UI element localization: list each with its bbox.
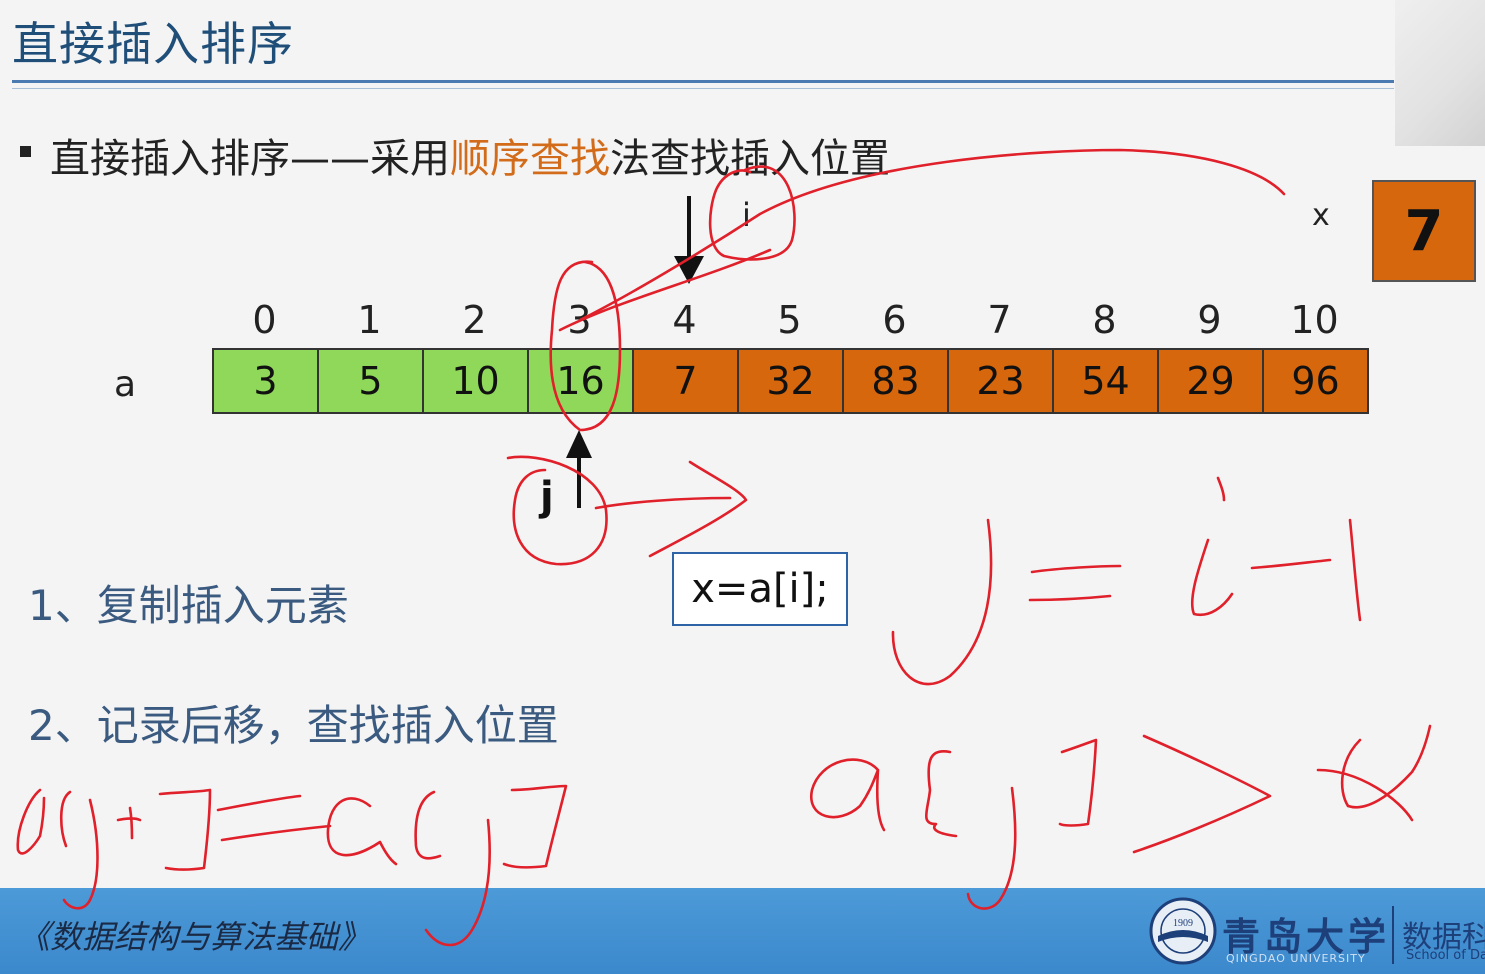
handwriting-a-bracket-j (809, 724, 1432, 910)
array-cell-sorted: 5 (319, 348, 424, 414)
svg-text:1909: 1909 (1173, 918, 1193, 929)
j-pointer-arrow (566, 430, 592, 508)
i-pointer-label: i (742, 196, 751, 234)
array-index: 0 (252, 298, 277, 342)
university-emblem-icon: 1909 (1149, 897, 1217, 965)
array-cell-unsorted: 29 (1159, 348, 1264, 414)
x-variable-label: x (1312, 198, 1330, 233)
title-divider-thin (12, 88, 1394, 89)
step-1-text: 1、复制插入元素 (28, 581, 349, 630)
array-index: 4 (672, 298, 697, 342)
array-index: 6 (882, 298, 907, 342)
bullet-highlight: 顺序查找 (450, 136, 610, 182)
array-index: 5 (777, 298, 802, 342)
array-cell-unsorted: 96 (1264, 348, 1369, 414)
webcam-overlay (1395, 0, 1485, 146)
school-name: 数据科 (1402, 920, 1485, 955)
array-index: 1 (357, 298, 382, 342)
array-index: 7 (987, 298, 1012, 342)
array-name-label: a (114, 364, 137, 405)
circle-around-i (708, 165, 796, 261)
circle-around-j (506, 455, 608, 566)
handwriting-a-j-plus-1-equals-a-j (16, 784, 568, 947)
array-index: 8 (1092, 298, 1117, 342)
course-title: 《数据结构与算法基础》 (18, 918, 371, 956)
array-index: 2 (462, 298, 487, 342)
j-pointer-label: j (540, 474, 554, 520)
handwriting-j-equals (891, 518, 993, 686)
array-cell-unsorted: 54 (1054, 348, 1159, 414)
array-cell-unsorted: 83 (844, 348, 949, 414)
university-name: 青岛大学 (1222, 914, 1391, 959)
x-variable-box: 7 (1372, 180, 1476, 282)
array-index: 10 (1290, 298, 1339, 342)
array-cell-sorted: 10 (424, 348, 529, 414)
array-cell-unsorted: 23 (949, 348, 1054, 414)
bullet-suffix: 法查找插入位置 (610, 136, 890, 182)
handwriting-i-minus-1 (1190, 476, 1362, 622)
handwriting-equals-sign (1028, 564, 1122, 602)
university-name-en: QINGDAO UNIVERSITY (1226, 952, 1366, 965)
slide-title: 直接插入排序 (12, 17, 294, 71)
bullet-marker (20, 146, 31, 157)
step-2-text: 2、记录后移，查找插入位置 (28, 701, 559, 750)
footer-bar (0, 888, 1485, 974)
array-cell-sorted: 16 (529, 348, 634, 414)
array-row: 3 5 10 16 7 32 83 23 54 29 96 (212, 348, 1369, 414)
array-cell-sorted: 3 (214, 348, 319, 414)
bullet-prefix: 直接插入排序——采用 (50, 136, 450, 182)
school-name-en: School of Da (1406, 948, 1485, 963)
footer-divider (1392, 906, 1394, 964)
bullet-text: 直接插入排序——采用顺序查找法查找插入位置 (50, 126, 890, 184)
curve-to-x-box (578, 148, 1286, 322)
array-index: 9 (1197, 298, 1222, 342)
i-pointer-arrow (674, 196, 704, 284)
arrow-to-code (594, 460, 748, 558)
code-snippet-box: x=a[i]; (672, 552, 848, 626)
array-cell-unsorted: 32 (739, 348, 844, 414)
title-divider (12, 80, 1394, 83)
circle-around-16 (549, 260, 622, 432)
curve-to-circled-3 (558, 248, 772, 332)
array-cell-unsorted: 7 (634, 348, 739, 414)
